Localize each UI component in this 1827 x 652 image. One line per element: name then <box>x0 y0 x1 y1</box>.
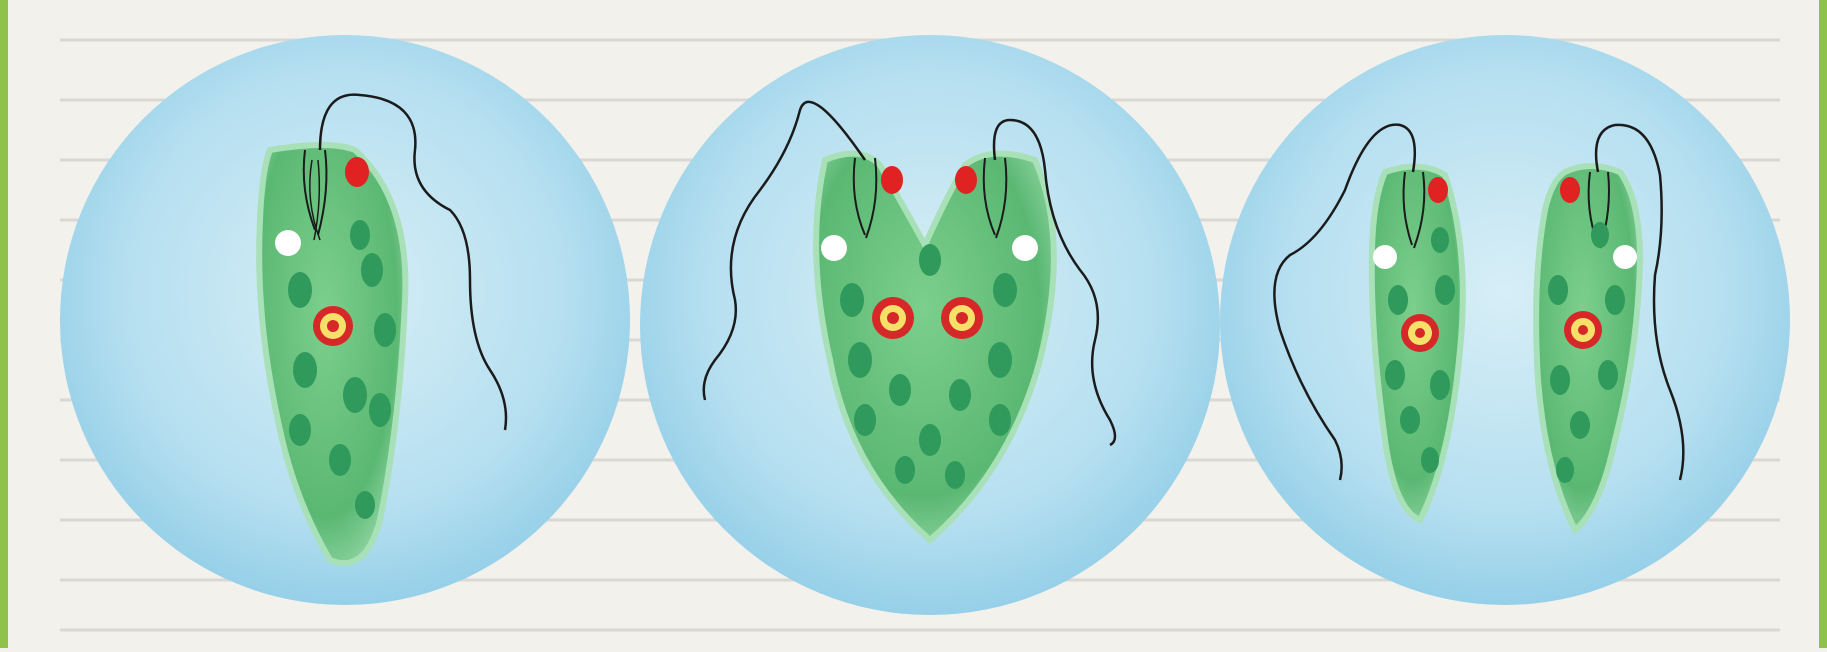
panel-stage-3 <box>1220 35 1790 605</box>
circle-background <box>1220 35 1790 605</box>
eyespot-icon <box>1428 177 1448 203</box>
left-page-border <box>0 0 8 648</box>
eyespot-icon <box>955 166 977 194</box>
contractile-vacuole-icon <box>1012 235 1038 261</box>
contractile-vacuole-icon <box>1373 245 1397 269</box>
eyespot-icon <box>1560 177 1580 203</box>
contractile-vacuole-icon <box>275 230 301 256</box>
panel-stage-2 <box>640 35 1220 615</box>
eyespot-icon <box>345 157 369 187</box>
eyespot-icon <box>881 166 903 194</box>
contractile-vacuole-icon <box>821 235 847 261</box>
right-page-border <box>1819 0 1827 648</box>
panel-stage-1 <box>60 35 630 605</box>
contractile-vacuole-icon <box>1613 245 1637 269</box>
